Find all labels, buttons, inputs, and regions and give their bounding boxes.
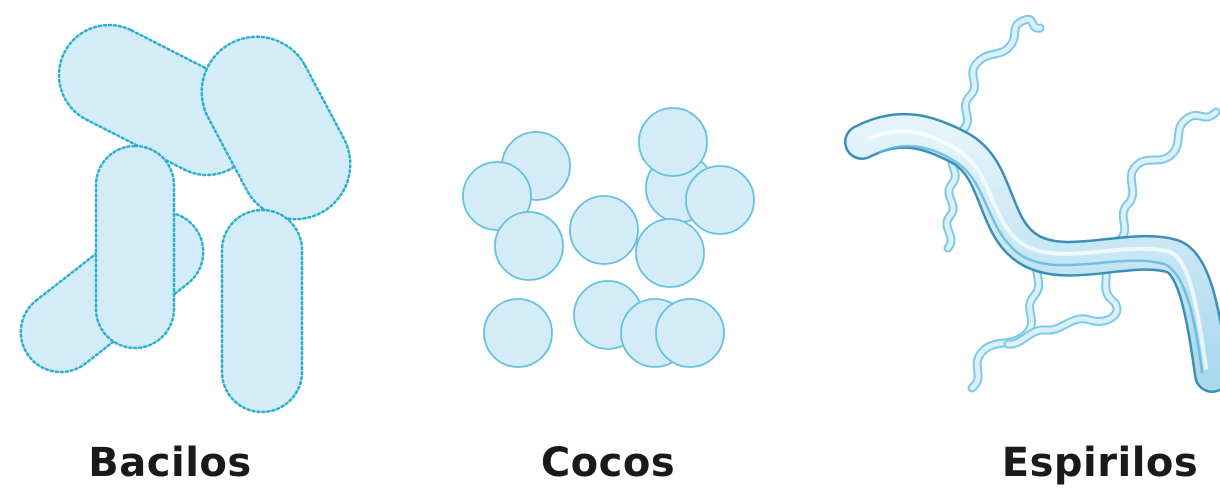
coco-circle (570, 196, 638, 264)
coco-circle (686, 166, 754, 234)
bacilo-rod-right (222, 210, 302, 412)
coco-circle (495, 212, 563, 280)
coco-circle (639, 108, 707, 176)
coco-circle (636, 219, 704, 287)
cocos-group (463, 108, 754, 367)
label-cocos: Cocos (458, 440, 758, 486)
bacilos-group (5, 8, 370, 412)
label-espirilos: Espirilos (950, 440, 1220, 486)
bacilo-rod-middle (96, 146, 174, 348)
label-bacilos: Bacilos (20, 440, 320, 486)
coco-circle (656, 299, 724, 367)
espirilo-body (862, 131, 1212, 375)
espirilos-group (862, 19, 1216, 388)
coco-circle (484, 299, 552, 367)
